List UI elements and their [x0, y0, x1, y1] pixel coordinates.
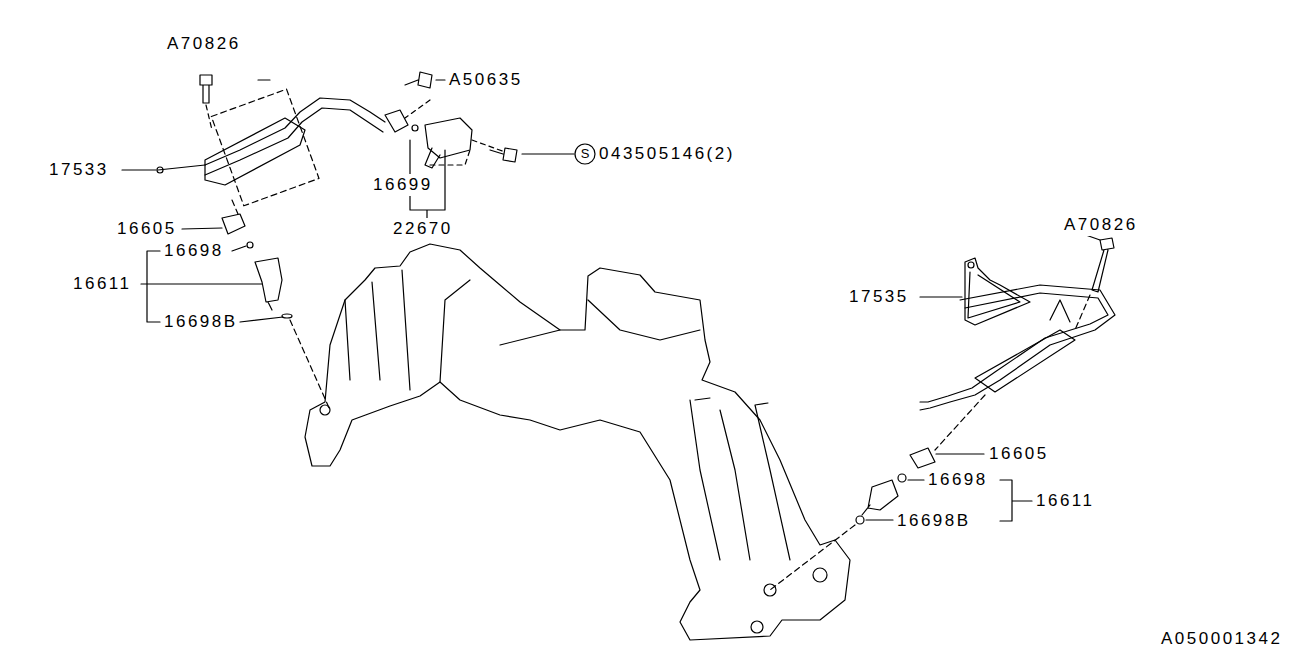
o-ring	[898, 474, 906, 482]
bolt	[1092, 238, 1114, 292]
callout-number: A050001342	[1160, 628, 1283, 650]
callout-number: 16605	[988, 443, 1050, 465]
s-circle	[575, 144, 595, 164]
callout-number: 17533	[48, 159, 110, 181]
callout-number: A70826	[1063, 214, 1139, 236]
manifold-port	[751, 621, 763, 633]
callout-number: 16611	[1035, 490, 1096, 512]
leader-dashed	[405, 100, 505, 165]
o-ring	[412, 125, 418, 131]
intake-manifold	[305, 244, 850, 640]
callout-number: 16605	[116, 218, 178, 240]
leader-line	[522, 153, 574, 154]
clip	[910, 448, 935, 468]
bolt	[200, 75, 212, 103]
bracket-hole	[968, 262, 974, 268]
leader-dashed	[232, 200, 330, 410]
rail-body	[205, 118, 305, 185]
callout-number: 043505146(2)	[598, 143, 736, 165]
bolt	[490, 148, 517, 162]
callout-number: 16699	[372, 174, 434, 196]
fuel-pipe	[920, 293, 1108, 402]
callout-number: 16698B	[896, 510, 972, 532]
hose-end	[157, 167, 163, 173]
callout-number: A50635	[448, 69, 524, 91]
leader-line	[866, 233, 1100, 521]
dashed-outline	[211, 89, 319, 206]
callout-number: 17535	[848, 286, 910, 308]
leader-dashed	[770, 525, 855, 590]
o-ring	[856, 516, 864, 524]
flange	[385, 110, 408, 132]
o-ring	[247, 242, 253, 248]
fuel-rail	[205, 108, 383, 175]
bolt	[405, 72, 432, 88]
hose	[158, 165, 205, 170]
bracket	[965, 258, 1030, 325]
fuel-rail	[205, 98, 385, 165]
clip	[222, 214, 245, 234]
leader-dashed	[935, 295, 1090, 450]
callout-number: 16698B	[163, 311, 239, 333]
manifold-runner	[690, 398, 790, 560]
symbol-letter: S	[581, 147, 590, 161]
manifold-runner	[345, 270, 700, 390]
manifold-port	[813, 568, 827, 582]
rail-body	[975, 300, 1075, 392]
leader-line	[122, 80, 445, 322]
callout-number: 22670	[392, 218, 454, 240]
callout-number: 16698	[927, 469, 989, 491]
manifold-port	[764, 584, 776, 596]
o-ring	[282, 314, 292, 318]
pressure-regulator	[425, 118, 472, 168]
callout-number: 16698	[163, 240, 225, 262]
callout-number: A70826	[166, 33, 242, 55]
leader-dashed	[206, 105, 212, 130]
callout-number: 16611	[72, 273, 133, 295]
injector	[862, 480, 898, 515]
